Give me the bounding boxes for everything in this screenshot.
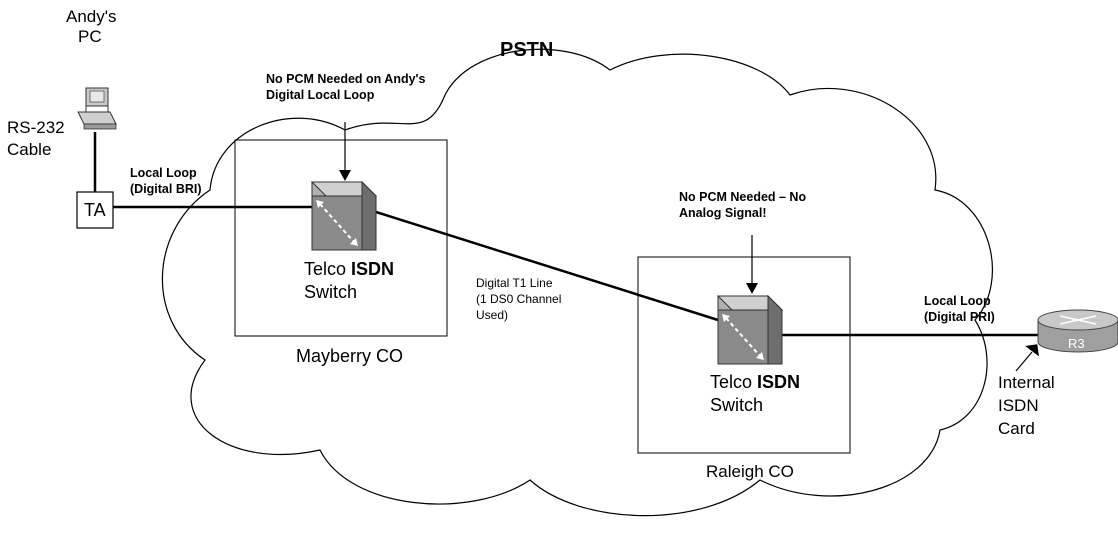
router-label: R3	[1068, 336, 1085, 351]
switch-right-bold: ISDN	[757, 372, 801, 392]
ta-label: TA	[84, 200, 106, 220]
arrow-raleigh-note-head	[746, 283, 758, 294]
switch-left-prefix: Telco	[304, 259, 352, 279]
rs232-label-line2: Cable	[7, 140, 52, 159]
switch-left-line2: Switch	[304, 281, 358, 302]
arrow-andy-note-head	[339, 170, 351, 181]
t1-line	[375, 210, 719, 322]
andys-pc-label-line2: PC	[78, 27, 102, 46]
arrow-router-card-head	[1025, 344, 1039, 357]
switch-right-line2: Switch	[710, 394, 764, 415]
router-card-line1: Internal	[998, 373, 1055, 392]
switch-right-prefix: Telco	[710, 372, 758, 392]
rs232-label-line1: RS-232	[7, 118, 65, 137]
switch-left-label: Telco ISDN Switch	[304, 258, 394, 303]
andys-pc-label-line1: Andy's	[66, 7, 117, 26]
pc-icon	[77, 87, 117, 130]
mayberry-co-label: Mayberry CO	[296, 346, 404, 366]
raleigh-co-box	[637, 256, 851, 454]
note-raleigh-line1: No PCM Needed – No	[679, 190, 807, 204]
note-raleigh-line2: Analog Signal!	[679, 206, 767, 220]
local-loop-pri-line1: Local Loop	[924, 294, 991, 308]
router-icon	[1037, 309, 1118, 353]
mayberry-co-box	[234, 139, 448, 337]
t1-line-label-line2: (1 DS0 Channel	[476, 292, 562, 306]
local-loop-bri-line1: Local Loop	[130, 166, 197, 180]
note-andy-line2: Digital Local Loop	[266, 88, 375, 102]
isdn-switch-right-icon	[716, 294, 784, 365]
arrow-router-card	[1015, 351, 1033, 372]
note-andy-line1: No PCM Needed on Andy's	[266, 72, 426, 86]
t1-line-label-line1: Digital T1 Line	[476, 276, 553, 290]
router-card-line3: Card	[998, 419, 1035, 438]
t1-line-label-line3: Used)	[476, 308, 509, 322]
local-loop-bri-line2: (Digital BRI)	[130, 182, 202, 196]
ta-box	[76, 191, 114, 229]
pstn-title: PSTN	[500, 39, 554, 61]
switch-right-label: Telco ISDN Switch	[710, 371, 800, 416]
pstn-cloud	[161, 48, 993, 517]
switch-left-bold: ISDN	[351, 259, 395, 279]
isdn-switch-left-icon	[310, 180, 378, 251]
router-card-line2: ISDN	[998, 396, 1039, 415]
local-loop-pri-line2: (Digital PRI)	[924, 310, 995, 324]
raleigh-co-label: Raleigh CO	[706, 462, 794, 481]
